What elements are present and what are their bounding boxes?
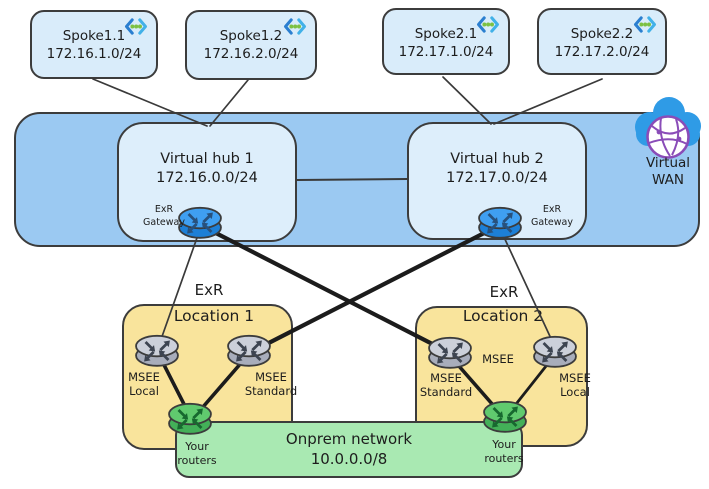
spoke-box-1-1: Spoke1.1 172.16.1.0/24 bbox=[30, 10, 158, 79]
msee-local-router-icon bbox=[533, 335, 577, 368]
spoke-name: Spoke1.1 bbox=[62, 28, 126, 44]
hub-name: Virtual hub 1 bbox=[160, 151, 254, 167]
exr-title: ExR bbox=[194, 281, 224, 299]
spoke-cidr: 172.16.2.0/24 bbox=[203, 46, 299, 63]
spoke-box-2-2: Spoke2.2 172.17.2.0/24 bbox=[537, 8, 667, 75]
msee-local-router-icon bbox=[135, 334, 179, 367]
spoke-box-2-1: Spoke2.1 172.17.1.0/24 bbox=[382, 8, 510, 75]
spoke-box-1-2: Spoke1.2 172.16.2.0/24 bbox=[185, 10, 317, 80]
exr-gateway-label: ExR Gateway bbox=[143, 204, 185, 228]
hub-cidr: 172.16.0.0/24 bbox=[156, 170, 258, 187]
msee-router-label: MSEE Local bbox=[559, 371, 591, 400]
msee-router-label: MSEE Local bbox=[128, 370, 160, 399]
your-routers-icon bbox=[483, 400, 527, 433]
msee-standard-router-icon bbox=[428, 336, 472, 369]
vnet-icon bbox=[476, 16, 500, 33]
vnet-icon bbox=[124, 18, 148, 35]
spoke-cidr: 172.17.1.0/24 bbox=[398, 44, 494, 61]
virtual-wan-cloud-icon bbox=[635, 97, 701, 159]
hub-cidr: 172.17.0.0/24 bbox=[446, 170, 548, 187]
your-routers-label: Your routers bbox=[484, 438, 524, 465]
spoke-name: Spoke2.1 bbox=[414, 26, 478, 42]
exr-location-title: Location 2 bbox=[462, 307, 544, 325]
vnet-icon bbox=[633, 16, 657, 33]
exr-location-title: Location 1 bbox=[173, 307, 255, 325]
spoke-cidr: 172.17.2.0/24 bbox=[554, 44, 650, 61]
exr-gateway-router-icon bbox=[478, 206, 522, 239]
vnet-icon bbox=[283, 18, 307, 35]
hub-name: Virtual hub 2 bbox=[450, 151, 544, 167]
exr-title: ExR bbox=[489, 283, 519, 301]
onprem-network-box: Onprem network 10.0.0.0/8 bbox=[175, 421, 523, 478]
exr-gateway-label: ExR Gateway bbox=[531, 204, 573, 228]
spoke-name: Spoke2.2 bbox=[570, 26, 634, 42]
virtual-wan-label: Virtual WAN bbox=[645, 155, 691, 188]
spoke-cidr: 172.16.1.0/24 bbox=[46, 46, 142, 63]
msee-router-label: MSEE Standard bbox=[244, 370, 298, 399]
your-routers-label: Your routers bbox=[177, 440, 217, 467]
onprem-cidr: 10.0.0.0/8 bbox=[310, 450, 388, 469]
msee-standard-router-icon bbox=[227, 334, 271, 367]
onprem-name: Onprem network bbox=[285, 430, 413, 448]
msee-router-label: MSEE Standard bbox=[419, 371, 473, 400]
spoke-name: Spoke1.2 bbox=[219, 28, 283, 44]
msee-label: MSEE bbox=[482, 352, 514, 366]
your-routers-icon bbox=[168, 402, 212, 435]
